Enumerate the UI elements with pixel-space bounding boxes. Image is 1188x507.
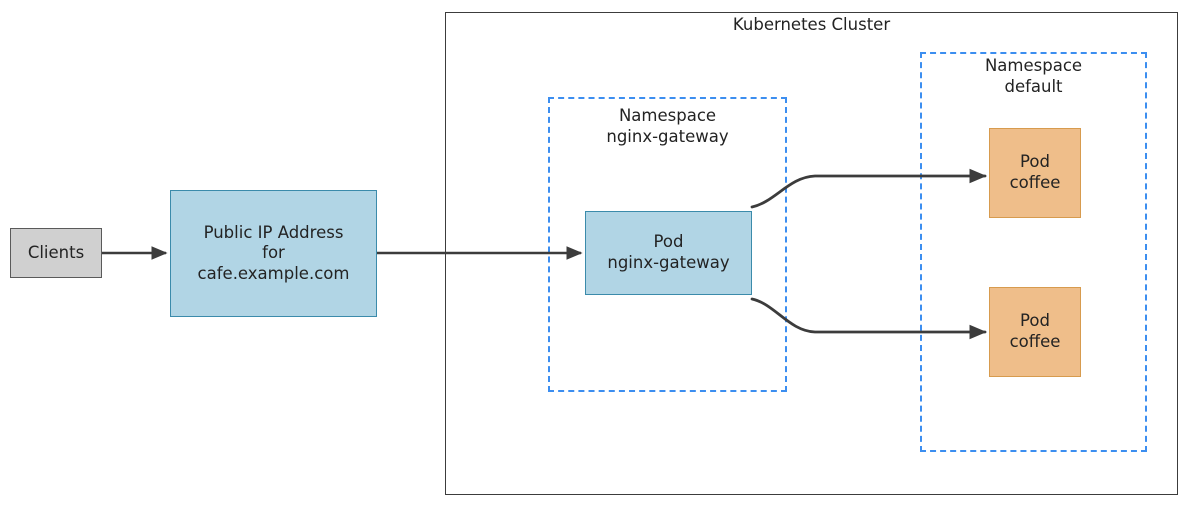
node-pod-coffee-1[interactable]: Pod coffee <box>989 128 1081 218</box>
node-pod-coffee-1-label: Pod coffee <box>1009 152 1061 192</box>
namespace-nginx-gateway-label: Namespace nginx-gateway <box>606 106 729 147</box>
node-clients-label: Clients <box>27 242 85 262</box>
namespace-default-container <box>920 52 1147 452</box>
node-clients[interactable]: Clients <box>10 228 102 278</box>
edge-pod-nginx-gateway-to-pod-coffee-1 <box>750 168 987 209</box>
node-public-ip-address[interactable]: Public IP Address for cafe.example.com <box>170 190 377 317</box>
node-public-ip-address-label: Public IP Address for cafe.example.com <box>197 222 350 283</box>
edge-pod-nginx-gateway-to-pod-coffee-2 <box>750 297 987 340</box>
kubernetes-cluster-label: Kubernetes Cluster <box>732 15 891 34</box>
node-pod-nginx-gateway-label: Pod nginx-gateway <box>607 232 730 272</box>
namespace-default-label: Namespace default <box>984 56 1083 97</box>
namespace-nginx-gateway-container <box>548 97 787 392</box>
node-pod-coffee-2-label: Pod coffee <box>1009 311 1061 351</box>
node-pod-nginx-gateway[interactable]: Pod nginx-gateway <box>585 211 752 295</box>
node-pod-coffee-2[interactable]: Pod coffee <box>989 287 1081 377</box>
